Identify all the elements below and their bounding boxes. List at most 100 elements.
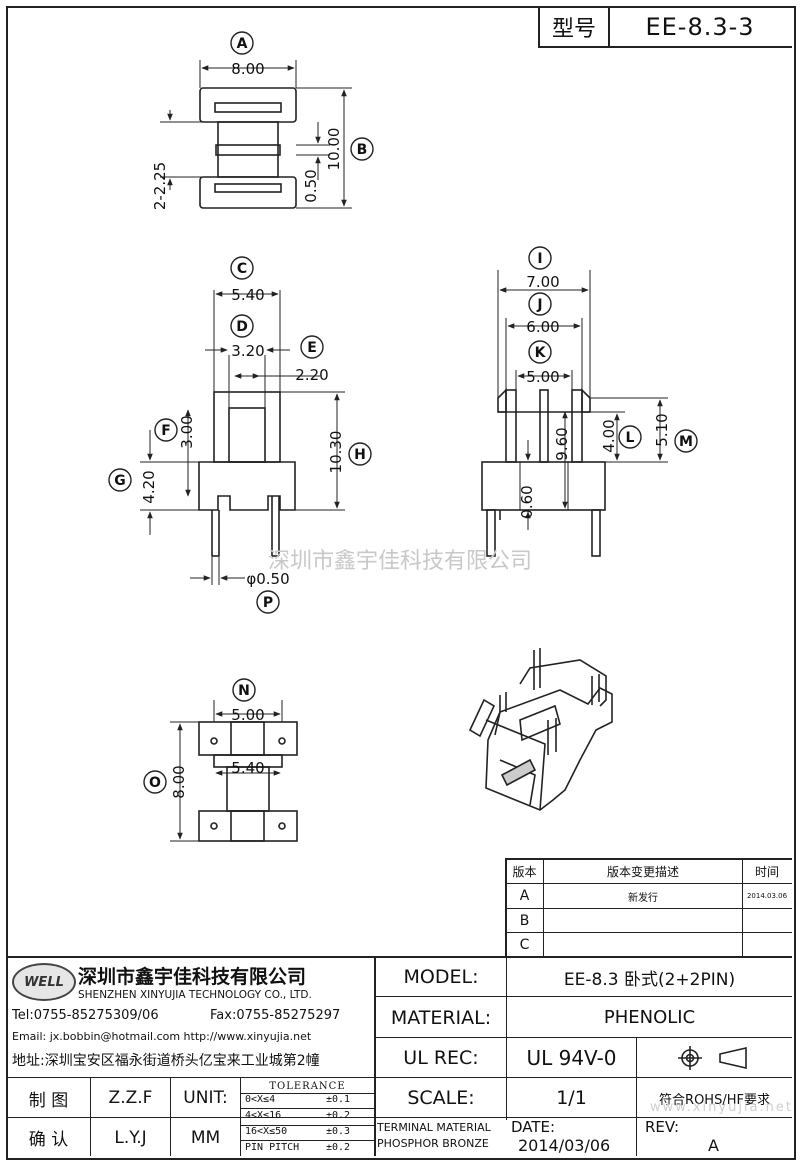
left-col-line-1 [90,1077,91,1156]
company-name-cn: 深圳市鑫宇佳科技有限公司 [78,966,307,988]
rev-b-version: B [519,912,530,929]
left-col-line-2 [170,1077,171,1156]
dimension-letter-circles [108,31,698,794]
title-block [6,956,792,1156]
rev-a-date: 2014.03.06 [746,892,788,900]
terminal-material-line1: TERMINAL MATERIAL [377,1121,491,1134]
rohs-note: 符合ROHS/HF要求 [659,1092,770,1108]
drawing-border [6,6,796,1160]
dim-d-value: 3.20 [231,342,264,360]
dim-n-inner-value: 5.40 [231,759,264,777]
tol-value-4: ±0.2 [326,1142,351,1153]
rev-header-version: 版本 [512,864,537,879]
logo-text: WELL [24,974,64,990]
top-view [160,60,352,209]
title-row-line-3 [6,1077,792,1078]
dim-p-value: φ0.50 [246,570,289,588]
front-view [140,290,345,585]
title-row-line-4 [374,1117,792,1118]
letter-h: H [354,447,366,463]
letter-k: K [535,345,547,361]
rev-row-line-1 [505,883,792,884]
dim-g-value: 4.20 [140,470,158,503]
model-header-box [538,6,792,48]
letter-d: D [236,319,248,335]
date-value: 2014/03/06 [518,1136,611,1155]
draw-label: 制 图 [28,1090,69,1111]
dim-l-value: 4.00 [600,419,618,452]
ulrec-label: UL REC: [403,1047,479,1069]
tol-line-1 [241,1108,374,1109]
title-divider-v2 [506,956,507,1120]
letter-b: B [357,142,368,158]
technical-drawing: A B C D E F G H P I J K L M N O 8.00 5.4… [108,31,698,842]
tol-range-4: PIN PITCH [245,1142,300,1153]
dim-e-value: 2.20 [295,366,328,384]
scale-value: 1/1 [556,1087,587,1109]
tol-range-2: 4<X≤16 [245,1110,282,1121]
title-row-line-1 [374,996,792,997]
letter-l: L [626,430,635,446]
material-value: PHENOLIC [603,1007,696,1028]
model-label: MODEL: [403,966,479,988]
isometric-view [468,648,613,811]
title-row-line-2 [374,1037,792,1038]
company-email: Email: jx.bobbin@hotmail.com http://www.… [12,1030,312,1043]
scale-label: SCALE: [407,1087,475,1109]
letter-j: J [536,297,542,313]
header-divider [608,6,610,48]
dim-k-value: 5.00 [526,368,559,386]
letter-e: E [307,340,317,356]
tol-value-2: ±0.2 [326,1110,351,1121]
date-label: DATE: [511,1118,556,1136]
dim-o-value: 8.00 [170,765,188,798]
dim-h-value: 10.30 [327,431,345,474]
projection-symbol [678,1046,747,1070]
type-value: EE-8.3-3 [645,13,755,41]
rev-header-desc: 版本变更描述 [606,864,679,879]
letter-g: G [114,473,126,489]
title-divider-v1 [374,956,376,1156]
company-address: 地址:深圳宝安区福永街道桥头亿宝来工业城第2幢 [12,1053,320,1069]
company-tel: Tel:0755-85275309/06 [12,1008,159,1023]
letter-p: P [263,595,273,611]
dim-m-value: 5.10 [653,413,671,446]
ulrec-value: UL 94V-0 [526,1046,617,1070]
rev-row-line-2 [505,908,792,909]
tol-range-3: 16<X≤50 [245,1126,288,1137]
dim-j-value: 6.00 [526,318,559,336]
rev-row-line-3 [505,932,792,933]
rev-value: A [708,1136,719,1155]
letter-f: F [161,423,171,439]
rev-header-date: 时间 [754,864,779,879]
type-label: 型号 [551,17,596,42]
dim-c-value: 5.40 [231,286,264,304]
rev-col-line-2 [742,858,743,956]
dim-b-mid-value: 0.50 [302,169,320,202]
dim-i-value: 7.00 [526,273,559,291]
dim-side-height-value: 9.60 [553,427,571,460]
tol-line-3 [241,1140,374,1141]
rev-label: REV: [645,1118,679,1136]
letter-i: I [537,251,542,267]
letter-c: C [237,261,247,277]
material-label: MATERIAL: [390,1006,492,1029]
left-col-line-3 [240,1077,241,1156]
company-fax: Fax:0755-85275297 [210,1008,341,1023]
dim-a-value: 8.00 [231,60,264,78]
rev-col-line-1 [543,858,544,956]
tolerance-title: TOLERANCE [269,1080,346,1092]
dim-side-gap-value: 0.60 [518,485,536,518]
model-value: EE-8.3 卧式(2+2PIN) [563,969,736,990]
watermark-text: 深圳市鑫宇佳科技有限公司 [268,549,532,574]
company-name-en: SHENZHEN XINYUJIA TECHNOLOGY CO., LTD. [78,989,312,1001]
draw-value: Z.Z.F [108,1088,153,1108]
rev-c-version: C [519,936,530,953]
unit-value: MM [190,1127,221,1148]
letter-o: O [149,775,161,791]
terminal-material-line2: PHOSPHOR BRONZE [377,1137,489,1150]
dim-n-value: 5.00 [231,706,264,724]
dim-f-value: 3.00 [178,415,196,448]
rev-a-version: A [519,888,530,904]
title-divider-v3 [636,1037,637,1156]
